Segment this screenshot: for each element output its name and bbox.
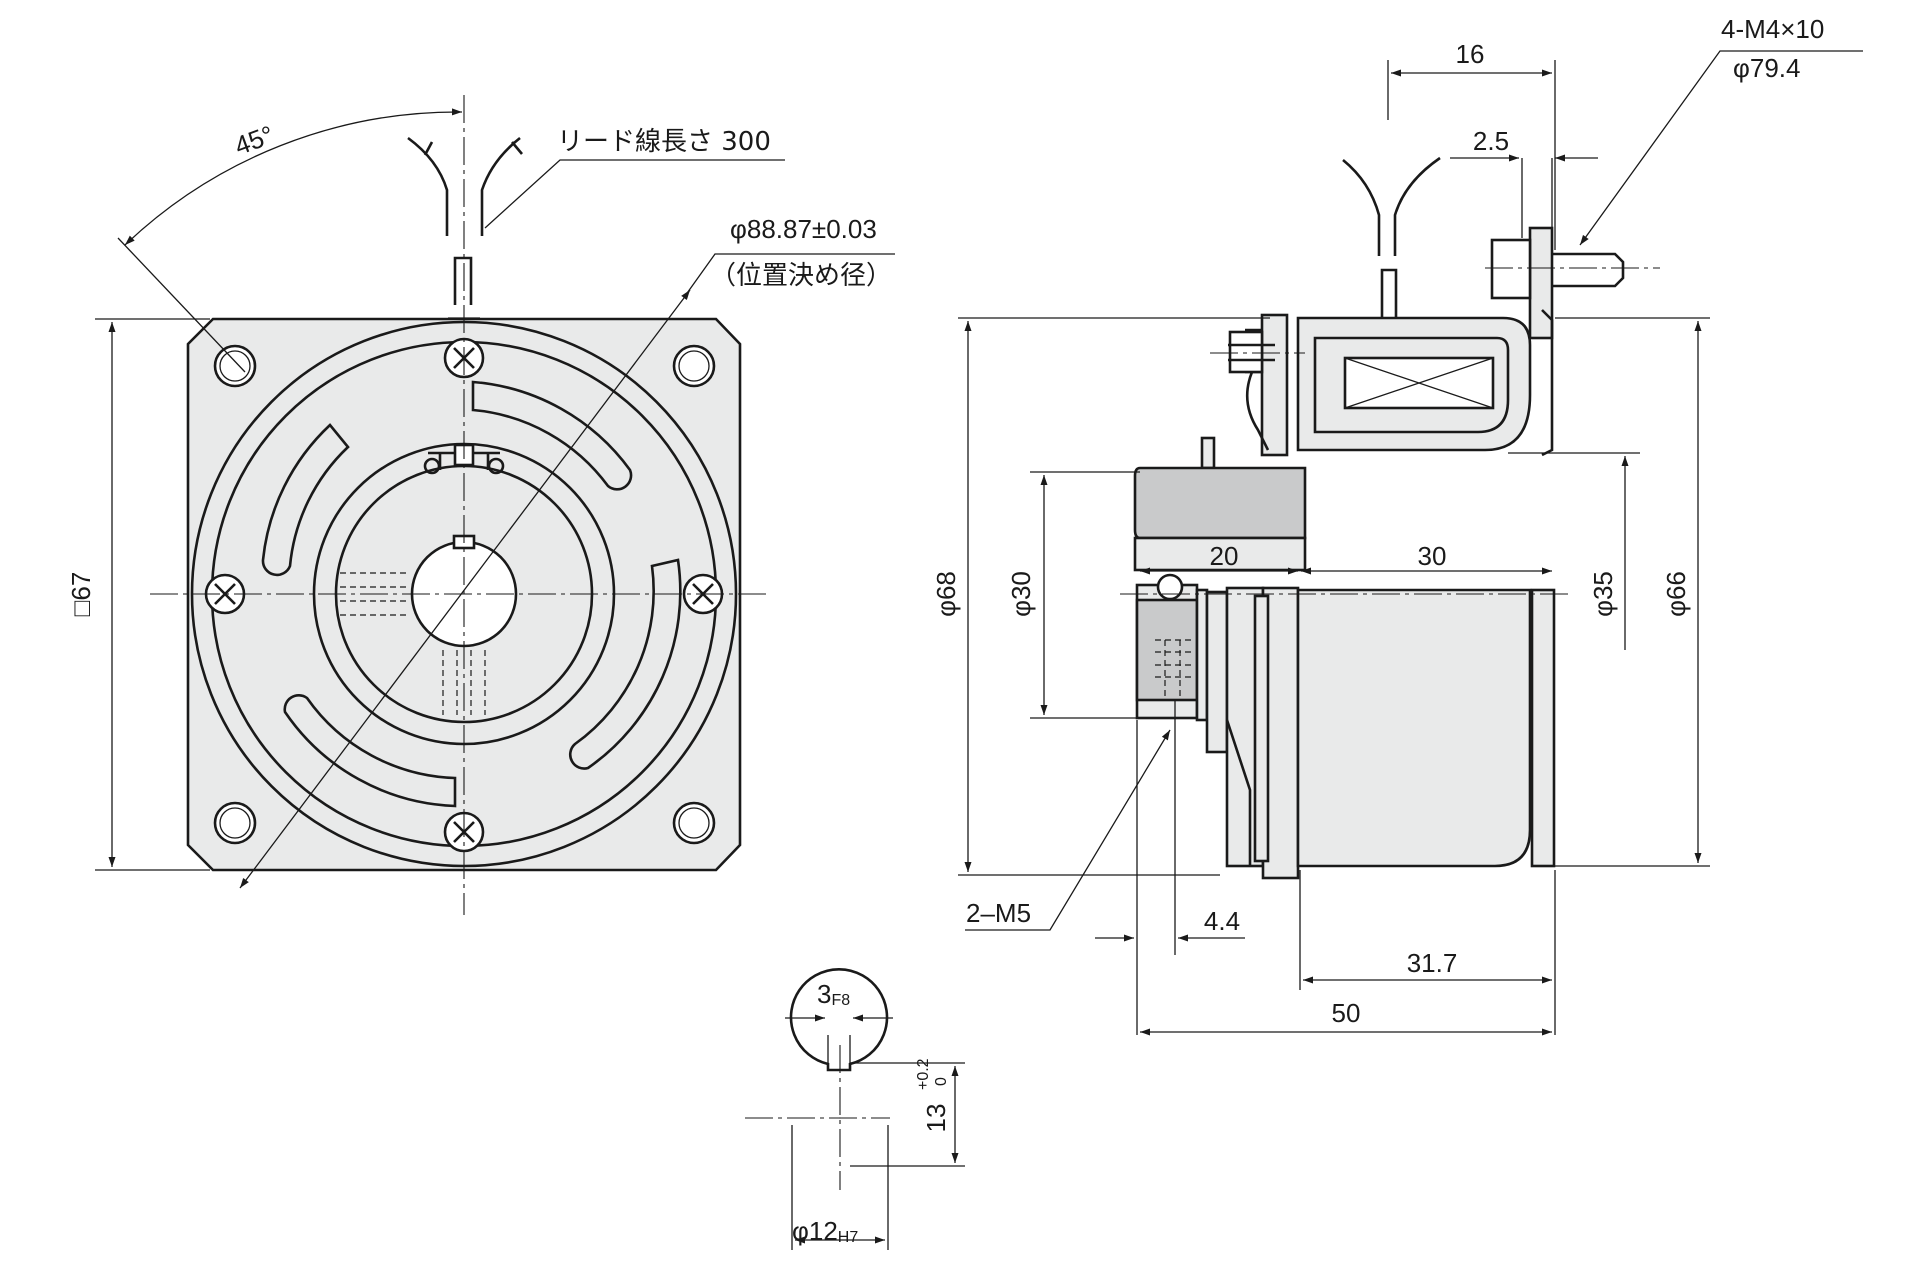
dim-2-5: 2.5 [1473,126,1509,156]
pcd-label: φ88.87±0.03 [730,214,877,244]
angle-label: 45° [231,119,278,161]
bolt-pcd: φ79.4 [1733,53,1800,83]
bore-profile [789,968,889,1072]
bore-depth: 13 [921,1104,951,1133]
dia-66: φ66 [1661,571,1691,617]
side-view: 16 4-M4×10 φ79.4 2.5 20 30 φ68 φ30 φ35 φ… [931,14,1863,1036]
dim-50: 50 [1332,998,1361,1028]
dim-4-4: 4.4 [1204,906,1240,936]
square-label: □67 [66,572,96,617]
dia-30: φ30 [1006,571,1036,617]
dim-31-7: 31.7 [1407,948,1458,978]
dim-16: 16 [1456,39,1485,69]
dia-68: φ68 [931,571,961,617]
screw-label: 2–M5 [966,898,1031,928]
lead-wires [407,136,523,319]
bolt-label: 4-M4×10 [1721,14,1824,44]
bore-dia: φ12H7 [792,1216,858,1246]
brake-block [1133,466,1307,540]
lead-length-label: リード線長さ 300 [557,127,771,157]
front-view: 45° リード線長さ 300 φ88.87±0.03 （位置決め径） □67 [66,95,895,915]
pcd-note: （位置決め径） [710,261,892,291]
bore-detail: 3F8 13 +0.2 0 φ12H7 [745,968,965,1250]
end-plate [1530,588,1556,868]
dim-30: 30 [1418,541,1447,571]
dim-20: 20 [1210,541,1239,571]
dia-35: φ35 [1588,571,1618,617]
motor-body [1296,588,1532,868]
svg-text:0: 0 [933,1077,950,1086]
svg-text:+0.2: +0.2 [915,1058,932,1090]
key-width: 3F8 [817,979,850,1009]
